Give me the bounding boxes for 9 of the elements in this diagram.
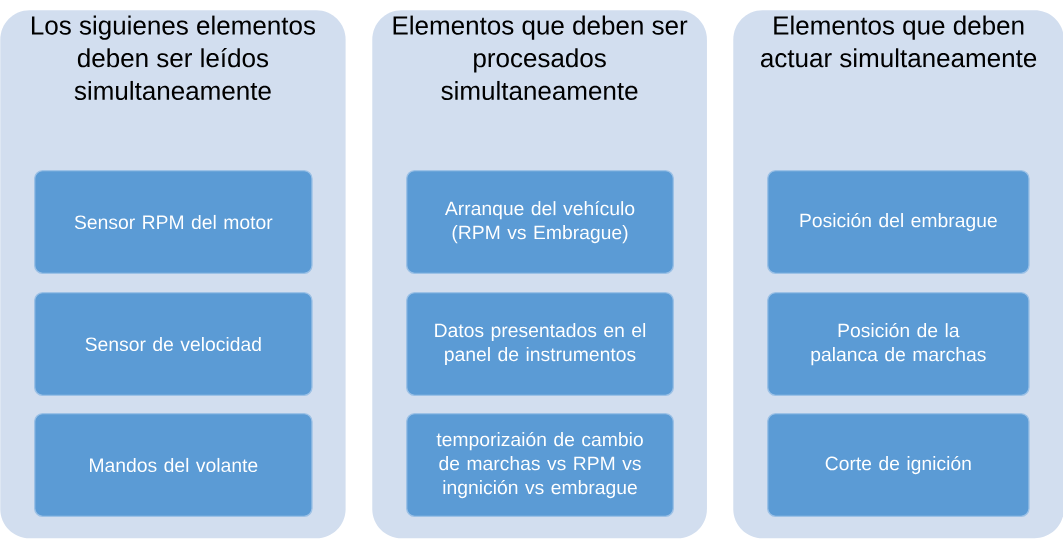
- process-box: Sensor de velocidad: [34, 292, 313, 396]
- process-box: Posición de la palanca de marchas: [767, 292, 1030, 396]
- process-box: temporizaión de cambio de marchas vs RPM vs ingnición vs embrague: [406, 413, 674, 517]
- process-box: Corte de ignición: [767, 413, 1030, 517]
- process-box: Datos presentados en el panel de instrumentos: [406, 292, 674, 396]
- process-box: Mandos del volante: [34, 413, 313, 517]
- process-box: Sensor RPM del motor: [34, 170, 313, 274]
- process-box: Posición del embrague: [767, 170, 1030, 274]
- process-box: Arranque del vehículo (RPM vs Embrague): [406, 170, 674, 274]
